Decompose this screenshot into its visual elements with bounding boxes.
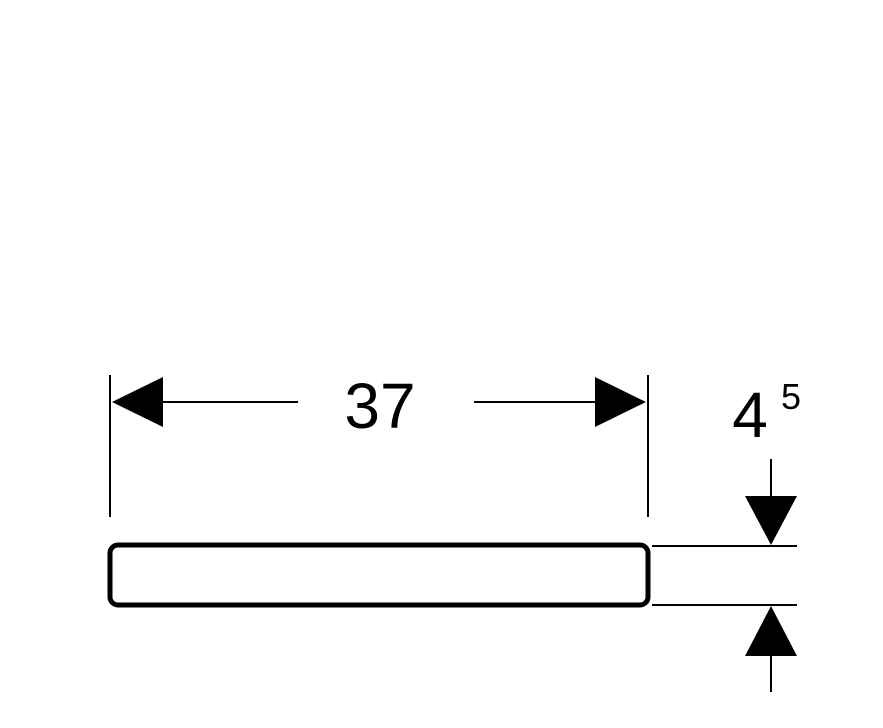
thickness-dimension-value: 4 bbox=[732, 379, 768, 451]
length-arrow-right-icon bbox=[595, 377, 646, 427]
length-arrow-left-icon bbox=[112, 377, 163, 427]
length-dimension-value: 37 bbox=[344, 370, 415, 442]
thickness-arrow-down-icon bbox=[745, 496, 797, 545]
thickness-arrow-up-icon bbox=[745, 606, 797, 656]
plate-outline bbox=[107, 542, 651, 608]
thickness-dimension-superscript: 5 bbox=[781, 376, 801, 417]
